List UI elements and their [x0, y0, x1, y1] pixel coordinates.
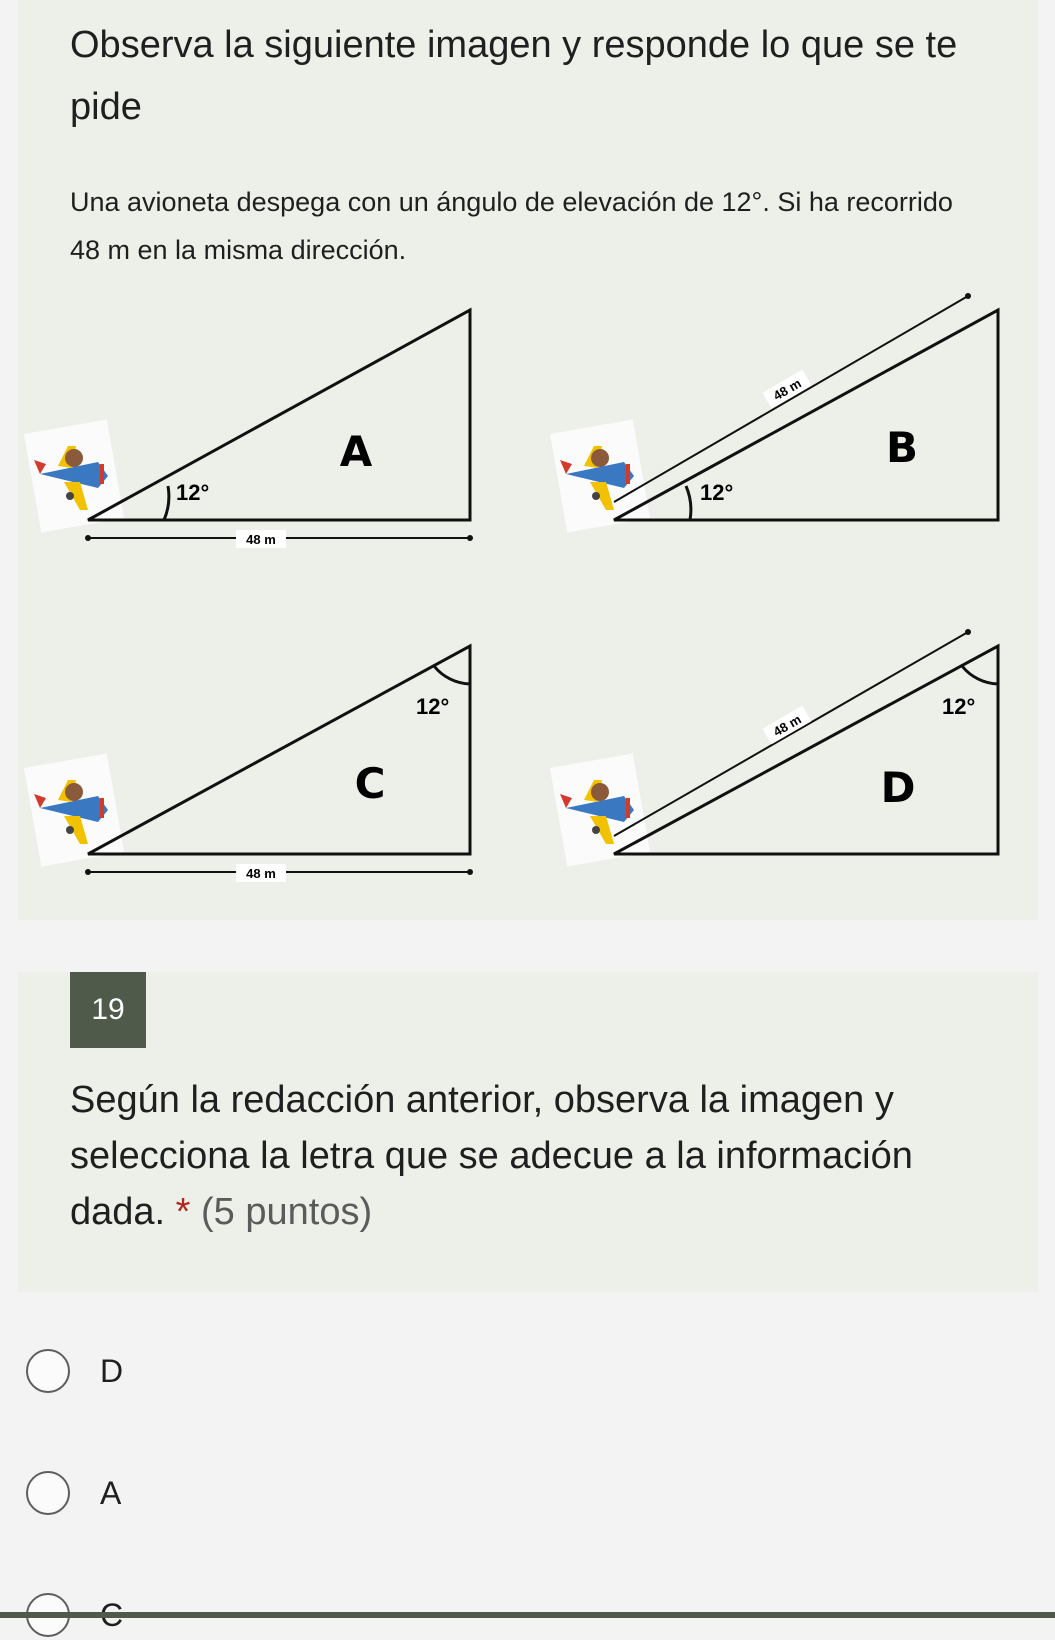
triangle-B: 48 m 12° B	[549, 293, 1000, 533]
problem-statement: Una avioneta despega con un ángulo de el…	[70, 187, 953, 265]
triangle-D-letter: D	[881, 763, 916, 812]
option-label: A	[100, 1474, 122, 1511]
triangle-A-letter: A	[340, 427, 373, 476]
triangle-D-angle: 12°	[942, 694, 975, 719]
question-text-block: Según la redacción anterior, observa la …	[70, 1072, 1000, 1240]
question-number: 19	[70, 972, 146, 1048]
triangle-A: 48 m 12° A	[23, 307, 473, 548]
question-card: 19 Según la redacción anterior, observa …	[18, 972, 1038, 1292]
required-mark: *	[175, 1191, 191, 1233]
question-text: Según la redacción anterior, observa la …	[70, 1079, 913, 1233]
triangle-C-letter: C	[355, 759, 386, 808]
triangle-A-angle: 12°	[176, 480, 209, 505]
question-points: (5 puntos)	[201, 1191, 373, 1233]
radio-button[interactable]	[26, 1471, 70, 1515]
option-A[interactable]: A	[26, 1468, 121, 1518]
triangles-figure: 48 m 12° A 48 m 12° B 48 m 12° C	[23, 293, 1000, 882]
radio-button[interactable]	[26, 1349, 70, 1393]
option-label: D	[100, 1352, 124, 1389]
triangle-B-letter: B	[886, 423, 918, 472]
triangle-A-distance: 48 m	[246, 532, 276, 547]
option-D[interactable]: D	[26, 1346, 123, 1396]
triangle-C-distance: 48 m	[246, 866, 276, 881]
bottom-divider	[0, 1612, 1055, 1618]
intro-title: Observa la siguiente imagen y responde l…	[70, 24, 958, 128]
triangle-C-angle: 12°	[416, 694, 449, 719]
triangle-C: 48 m 12° C	[23, 643, 473, 882]
intro-card: Observa la siguiente imagen y responde l…	[18, 0, 1038, 920]
triangle-B-angle: 12°	[700, 480, 733, 505]
triangle-D: 48 m 12° D	[549, 629, 1000, 867]
